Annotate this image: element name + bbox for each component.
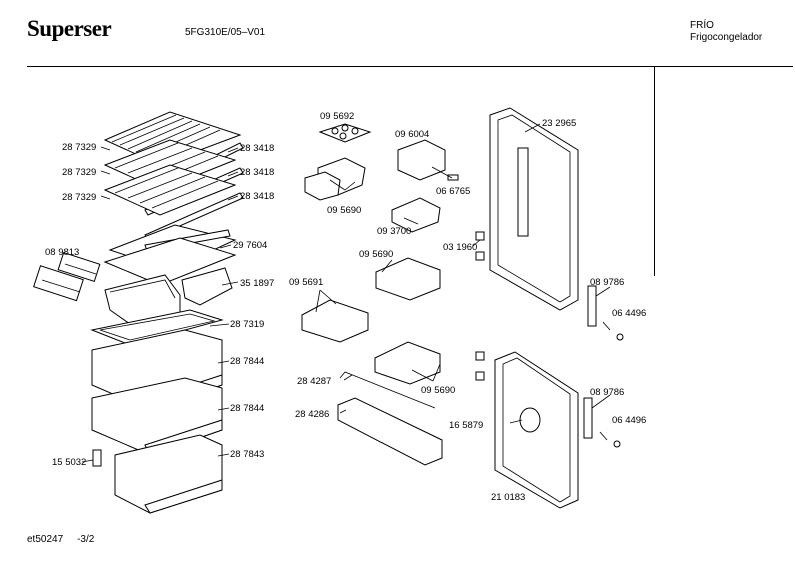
label-155032: 15 5032 bbox=[52, 457, 86, 468]
label-093700: 09 3700 bbox=[377, 226, 411, 237]
wire-shelf-lower[interactable] bbox=[103, 164, 237, 216]
label-095692: 09 5692 bbox=[320, 111, 354, 122]
fridge-door[interactable] bbox=[489, 107, 579, 311]
label-287844-a: 28 7844 bbox=[230, 356, 264, 367]
label-066765: 06 6765 bbox=[436, 186, 470, 197]
bottle-shelf[interactable] bbox=[337, 397, 443, 466]
footer-code: et50247 bbox=[27, 534, 64, 545]
door-bin-5691[interactable] bbox=[301, 299, 369, 343]
dairy-drawer-small[interactable] bbox=[181, 267, 233, 306]
door-stops[interactable] bbox=[475, 231, 485, 381]
header-separator bbox=[27, 66, 793, 67]
label-232965: 23 2965 bbox=[542, 118, 576, 129]
butter-compartment[interactable] bbox=[397, 139, 446, 181]
leader-lines bbox=[81, 123, 611, 463]
ice-trays[interactable] bbox=[33, 251, 101, 302]
footer: et50247 -3/2 bbox=[27, 534, 94, 545]
bottle-rail[interactable] bbox=[339, 371, 436, 409]
door-bin-small-2[interactable] bbox=[304, 171, 341, 201]
label-287329-c: 28 7329 bbox=[62, 192, 96, 203]
subcategory-label: Frigocongelador bbox=[690, 32, 763, 43]
footer-page: -3/2 bbox=[77, 534, 95, 545]
label-031960: 03 1960 bbox=[443, 242, 477, 253]
screw-washer-upper[interactable] bbox=[602, 321, 624, 341]
category-label: FRÍO bbox=[690, 20, 714, 31]
label-165879: 16 5879 bbox=[449, 420, 483, 431]
egg-tray[interactable] bbox=[318, 123, 372, 143]
label-287843: 28 7843 bbox=[230, 449, 264, 460]
brand-logo: Superser bbox=[27, 16, 112, 41]
door-hinge-lower[interactable] bbox=[583, 397, 593, 439]
crisper-cover[interactable] bbox=[103, 237, 237, 286]
label-351897: 35 1897 bbox=[240, 278, 274, 289]
drawer-frame[interactable] bbox=[90, 309, 224, 346]
label-095690-a: 09 5690 bbox=[327, 205, 361, 216]
label-210183: 21 0183 bbox=[491, 492, 525, 503]
door-bin-medium[interactable] bbox=[391, 197, 441, 233]
label-089813: 08 9813 bbox=[45, 247, 79, 258]
part-labels: 28 7329 28 7329 28 7329 28 3418 28 3418 … bbox=[45, 111, 646, 503]
label-287319: 28 7319 bbox=[230, 319, 264, 330]
label-283418-c: 28 3418 bbox=[240, 191, 274, 202]
vertical-separator bbox=[654, 66, 655, 276]
label-095691: 09 5691 bbox=[289, 277, 323, 288]
screw-washer-lower[interactable] bbox=[599, 431, 621, 448]
label-284287: 28 4287 bbox=[297, 376, 331, 387]
door-bin-5690-c[interactable] bbox=[374, 341, 441, 385]
freezer-door[interactable] bbox=[494, 351, 579, 509]
category-block: FRÍO Frigocongelador bbox=[690, 20, 762, 44]
label-064496-b: 06 4496 bbox=[612, 415, 646, 426]
label-287329-a: 28 7329 bbox=[62, 142, 96, 153]
label-064496-a: 06 4496 bbox=[612, 308, 646, 319]
label-284286: 28 4286 bbox=[295, 409, 329, 420]
freezer-drawer-3[interactable] bbox=[114, 434, 223, 514]
label-089786-b: 08 9786 bbox=[590, 387, 624, 398]
pin[interactable] bbox=[447, 174, 459, 181]
label-283418-b: 28 3418 bbox=[240, 167, 274, 178]
label-287844-b: 28 7844 bbox=[230, 403, 264, 414]
label-095690-b: 09 5690 bbox=[359, 249, 393, 260]
model-number: 5FG310E/05–V01 bbox=[185, 27, 266, 38]
drawer-clip[interactable] bbox=[92, 449, 102, 467]
label-096004: 09 6004 bbox=[395, 129, 429, 140]
label-297604: 29 7604 bbox=[233, 240, 267, 251]
label-089786-a: 08 9786 bbox=[590, 277, 624, 288]
door-hinge-upper[interactable] bbox=[587, 285, 597, 327]
label-095690-c: 09 5690 bbox=[421, 385, 455, 396]
door-bin-5690-b[interactable] bbox=[375, 257, 441, 301]
label-287329-b: 28 7329 bbox=[62, 167, 96, 178]
label-283418-a: 28 3418 bbox=[240, 143, 274, 154]
